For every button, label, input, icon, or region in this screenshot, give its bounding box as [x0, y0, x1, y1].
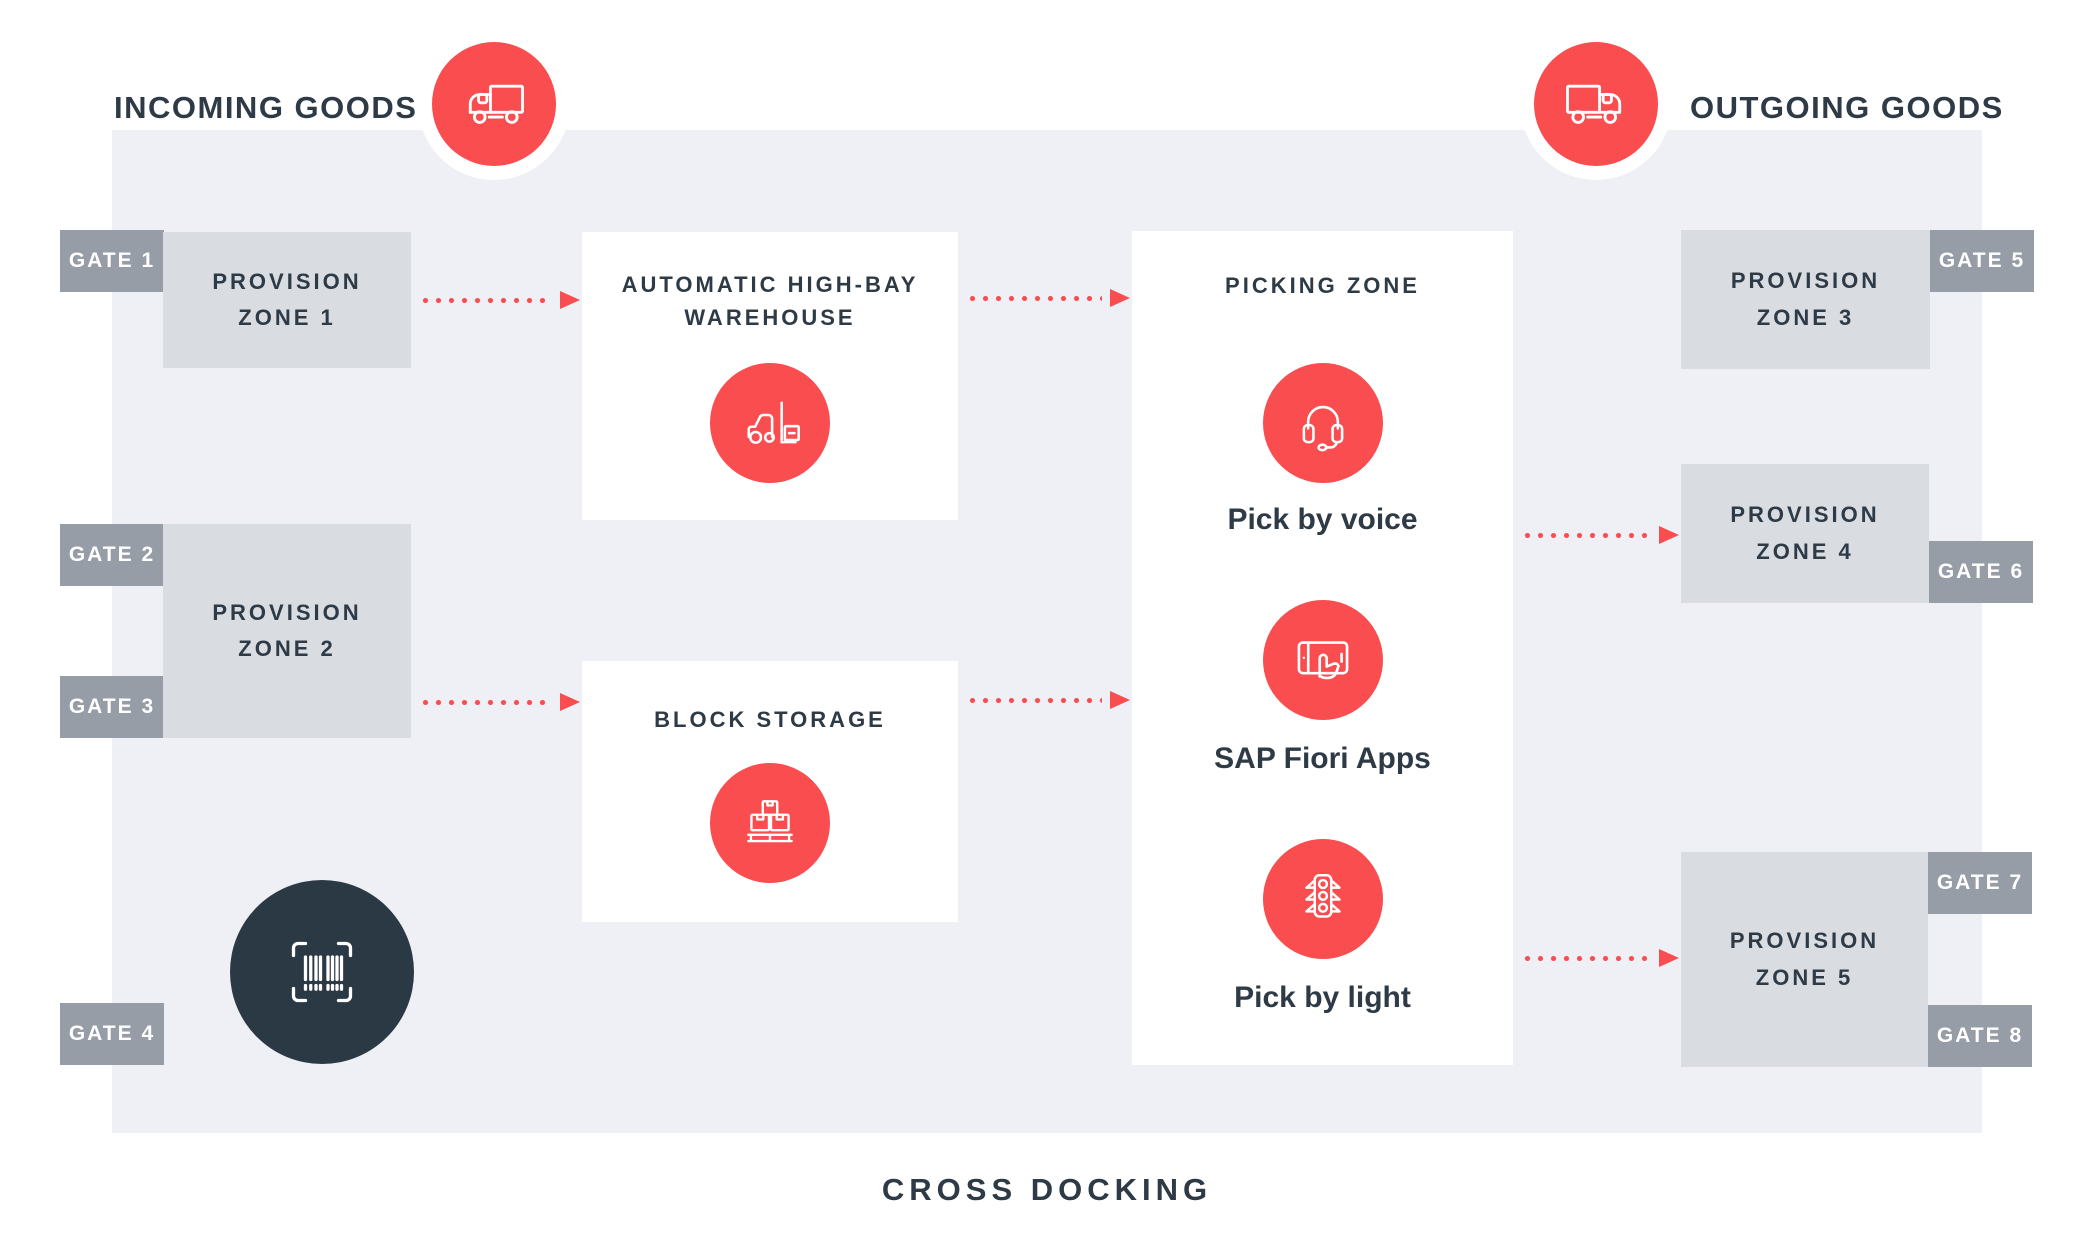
incoming-truck-badge [432, 42, 556, 166]
flow-arrow-blockstorage-to-picking [964, 691, 1130, 709]
sap-fiori-apps-label: SAP Fiori Apps [1214, 742, 1431, 775]
picking-zone-title: PICKING ZONE [1225, 273, 1420, 298]
pick-by-voice-label: Pick by voice [1227, 503, 1418, 536]
gate-5-badge: GATE 5 [1930, 230, 2034, 292]
headset-icon [1302, 405, 1343, 452]
pallet-boxes-icon [747, 800, 793, 843]
high-bay-warehouse-box: AUTOMATIC HIGH-BAY WAREHOUSE [582, 232, 958, 520]
flow-arrow-pz1-to-highbay [417, 291, 580, 309]
provision-zone-1-label: PROVISION ZONE 1 [212, 268, 362, 330]
flow-arrow-highbay-to-picking [964, 289, 1130, 307]
provision-zone-3-label: PROVISION ZONE 3 [1730, 268, 1881, 330]
provision-zone-2-label: PROVISION ZONE 2 [212, 599, 362, 661]
outgoing-goods-label: OUTGOING GOODS [1690, 90, 2004, 125]
provision-zone-3-box: PROVISION ZONE 3 [1681, 230, 1930, 369]
barcode-scanner-badge [230, 880, 414, 1064]
provision-zone-5-box: PROVISION ZONE 5 [1681, 852, 1928, 1067]
incoming-goods-label: INCOMING GOODS [114, 90, 418, 125]
cross-docking-label: CROSS DOCKING [881, 1172, 1213, 1207]
tablet-touch-icon [1297, 641, 1348, 680]
gate-4-badge: GATE 4 [60, 1003, 164, 1065]
provision-zone-4-label: PROVISION ZONE 4 [1730, 502, 1880, 564]
block-storage-box: BLOCK STORAGE [582, 661, 958, 922]
forklift-icon [747, 401, 800, 444]
picking-zone-box: PICKING ZONE Pick by voice SAP Fiori App… [1132, 231, 1513, 1065]
provision-zone-1-box: PROVISION ZONE 1 [163, 232, 411, 368]
provision-zone-2-box: PROVISION ZONE 2 [163, 524, 411, 738]
flow-arrow-picking-to-pz5 [1519, 949, 1679, 967]
truck-right-icon [1566, 84, 1622, 124]
pick-by-voice-badge [1262, 363, 1383, 483]
flow-arrow-picking-to-pz4 [1519, 526, 1679, 544]
sap-fiori-apps-badge [1262, 600, 1383, 720]
pick-by-light-badge [1262, 839, 1383, 959]
gate-6-badge: GATE 6 [1929, 541, 2033, 603]
gate-2-badge: GATE 2 [60, 524, 164, 586]
flow-arrow-pz2-to-blockstorage [417, 693, 580, 711]
block-storage-title: BLOCK STORAGE [654, 707, 886, 732]
provision-zone-4-box: PROVISION ZONE 4 [1681, 464, 1929, 603]
gate-3-badge: GATE 3 [60, 676, 164, 738]
outgoing-truck-badge [1534, 42, 1658, 166]
high-bay-warehouse-title: AUTOMATIC HIGH-BAY WAREHOUSE [621, 272, 919, 330]
pallet-boxes-badge [710, 763, 830, 883]
traffic-light-icon [1304, 874, 1341, 918]
gate-8-badge: GATE 8 [1928, 1005, 2032, 1067]
gate-1-badge: GATE 1 [60, 230, 164, 292]
truck-left-icon [468, 84, 524, 124]
pick-by-light-label: Pick by light [1234, 981, 1411, 1014]
gate-7-badge: GATE 7 [1928, 852, 2032, 914]
provision-zone-5-label: PROVISION ZONE 5 [1729, 928, 1880, 990]
barcode-scan-icon [291, 941, 353, 1003]
forklift-badge [710, 363, 830, 483]
